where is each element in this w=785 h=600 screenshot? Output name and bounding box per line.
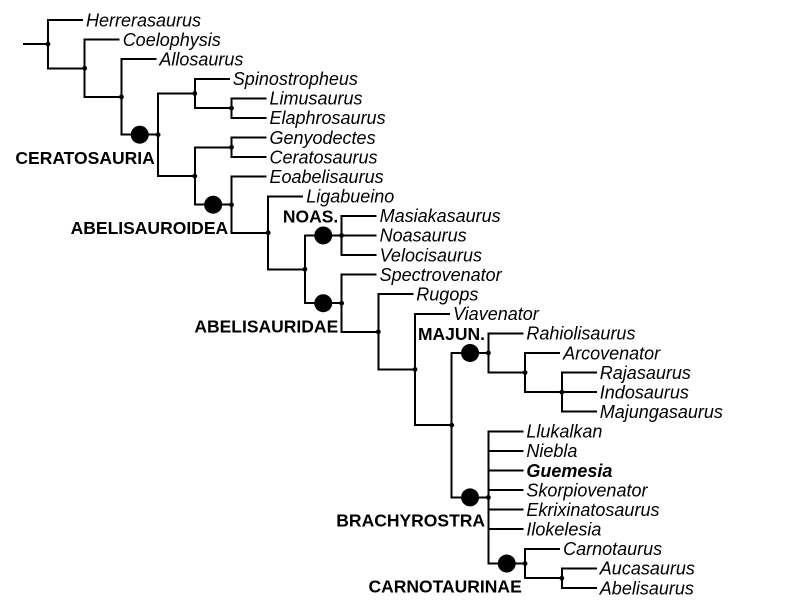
clade-label-majun: MAJUN. <box>418 324 485 344</box>
taxon-label-eoabelisaurus: Eoabelisaurus <box>270 167 384 187</box>
node-dot <box>45 41 51 47</box>
clade-node-noas <box>314 226 333 245</box>
clade-label-abelisauroidea: ABELISAUROIDEA <box>71 218 229 238</box>
node-dot <box>192 173 198 179</box>
taxon-label-indosaurus: Indosaurus <box>600 382 689 402</box>
clade-label-noas: NOAS. <box>283 207 338 227</box>
node-dot <box>229 144 234 150</box>
node-dot <box>449 422 455 428</box>
taxon-label-niebla: Niebla <box>526 441 577 461</box>
taxon-label-velocisaurus: Velocisaurus <box>380 245 482 265</box>
node-dot <box>559 575 565 581</box>
taxon-label-guemesia: Guemesia <box>526 461 612 481</box>
clade-node-brachyrostra <box>461 488 480 507</box>
clade-label-abelisauridae: ABELISAURIDAE <box>194 316 338 336</box>
node-dot <box>229 202 234 208</box>
taxon-label-coelophysis: Coelophysis <box>123 30 221 50</box>
clade-node-ceratosauria <box>130 125 149 144</box>
taxon-label-rahiolisaurus: Rahiolisaurus <box>526 324 635 344</box>
node-dot <box>559 389 565 395</box>
node-dot <box>229 105 234 111</box>
taxon-label-masiakasaurus: Masiakasaurus <box>380 206 501 226</box>
taxon-label-abelisaurus: Abelisaurus <box>599 578 694 598</box>
taxon-label-ligabueino: Ligabueino <box>306 187 394 207</box>
clade-label-carnotaurinae: CARNOTAURINAE <box>368 577 521 597</box>
node-dot <box>339 300 344 306</box>
clade-node-majun <box>461 343 480 362</box>
node-dot <box>375 329 381 335</box>
taxon-label-herrerasaurus: Herrerasaurus <box>86 10 201 30</box>
node-dot <box>486 495 491 500</box>
taxon-label-noasaurus: Noasaurus <box>380 226 467 246</box>
taxon-label-llukalkan: Llukalkan <box>526 422 602 442</box>
clade-label-ceratosauria: CERATOSAURIA <box>15 148 155 168</box>
taxon-label-spinostropheus: Spinostropheus <box>233 69 358 89</box>
clade-label-brachyrostra: BRACHYROSTRA <box>336 511 485 531</box>
taxon-label-ilokelesia: Ilokelesia <box>526 520 601 540</box>
clade-node-abelisauroidea <box>204 195 223 214</box>
node-dot <box>119 94 124 100</box>
node-dot <box>302 266 308 272</box>
taxon-label-ceratosaurus: Ceratosaurus <box>270 147 378 167</box>
taxon-label-skorpiovenator: Skorpiovenator <box>526 480 648 500</box>
taxon-label-arcovenator: Arcovenator <box>562 343 661 363</box>
node-dot <box>522 561 528 566</box>
node-dot <box>192 91 198 96</box>
taxon-label-rajasaurus: Rajasaurus <box>600 363 691 383</box>
node-dot <box>522 370 528 375</box>
taxon-label-allosaurus: Allosaurus <box>158 49 243 69</box>
node-dot <box>265 230 271 236</box>
taxon-label-aucasaurus: Aucasaurus <box>599 559 695 579</box>
node-dot <box>339 233 344 238</box>
taxon-label-elaphrosaurus: Elaphrosaurus <box>270 108 386 128</box>
node-dot <box>82 65 88 71</box>
taxon-label-carnotaurus: Carnotaurus <box>563 539 662 559</box>
taxon-label-limusaurus: Limusaurus <box>270 89 363 109</box>
taxon-label-viavenator: Viavenator <box>453 304 540 324</box>
node-dot <box>486 350 491 356</box>
taxon-label-genyodectes: Genyodectes <box>270 128 376 148</box>
node-dot <box>412 367 418 372</box>
node-dot <box>155 132 161 138</box>
taxon-label-majungasaurus: Majungasaurus <box>600 402 723 422</box>
clade-node-abelisauridae <box>314 294 333 313</box>
clade-node-carnotaurinae <box>497 554 516 573</box>
taxon-label-ekrixinatosaurus: Ekrixinatosaurus <box>526 500 659 520</box>
taxon-label-spectrovenator: Spectrovenator <box>380 265 503 285</box>
taxon-label-rugops: Rugops <box>416 285 478 305</box>
